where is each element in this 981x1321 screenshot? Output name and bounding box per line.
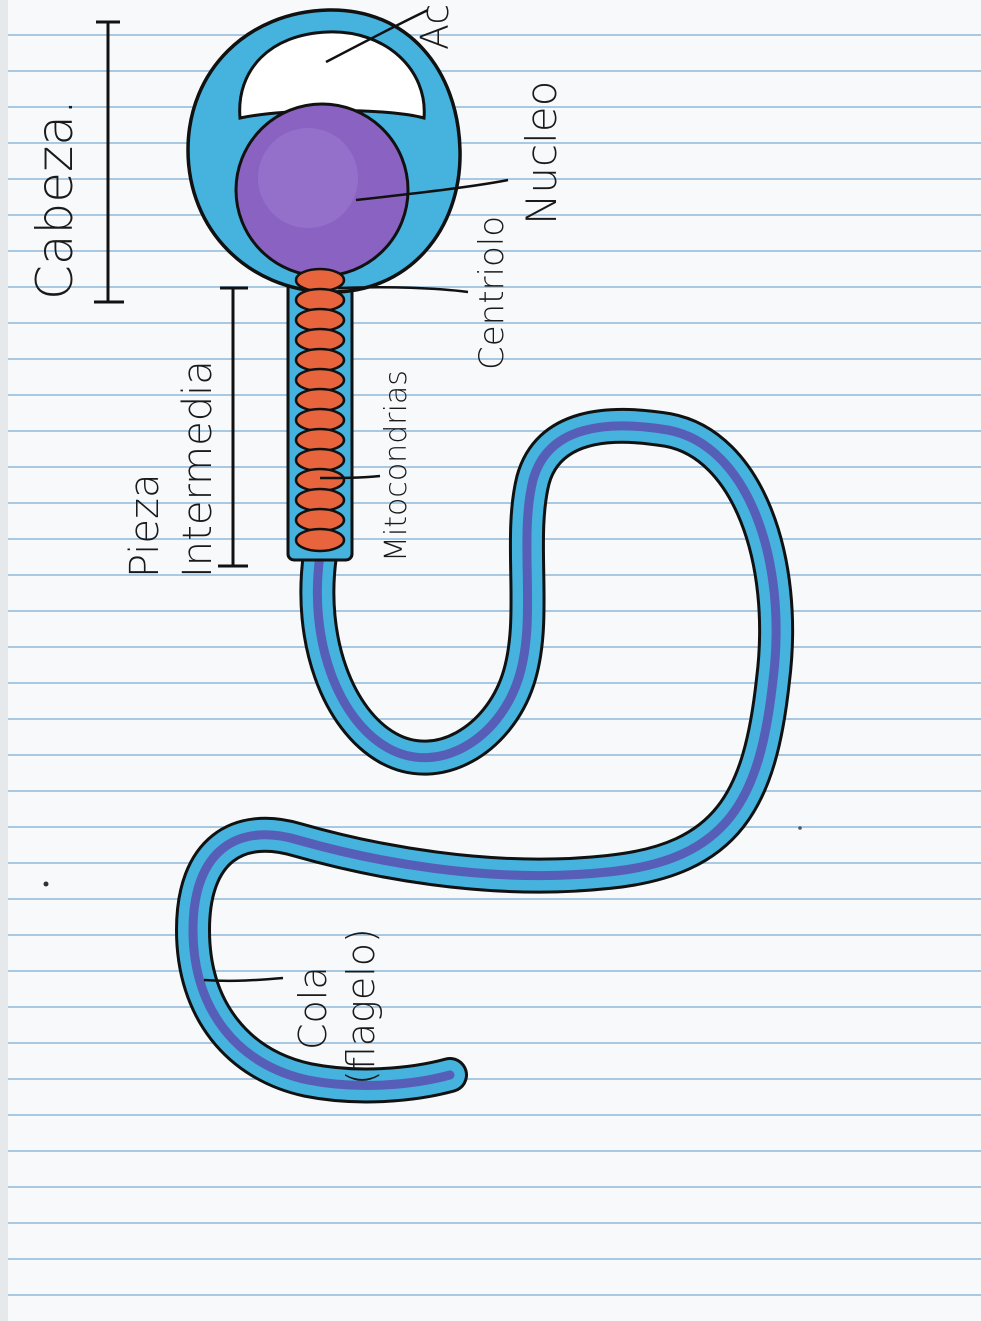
cabeza-bracket — [94, 22, 124, 302]
ink-dot — [44, 882, 49, 887]
head — [188, 10, 460, 292]
ink-dot — [798, 826, 802, 830]
label-pieza-line2: Intermedia — [175, 360, 221, 578]
label-centriolo: Centriolo — [472, 216, 512, 370]
pieza-bracket — [218, 288, 248, 566]
label-acrosoma: Ac — [413, 4, 457, 50]
sperm-diagram: Cabeza. Ac Nucleo Centriolo Pieza Interm… — [8, 0, 981, 1321]
flagellum — [193, 426, 776, 1086]
label-pieza-line1: Pieza — [122, 474, 168, 578]
label-cabeza: Cabeza. — [26, 99, 84, 300]
label-nucleo: Nucleo — [517, 81, 566, 225]
label-cola-line2: (flagelo) — [339, 928, 383, 1085]
label-cola-line1: Cola — [291, 966, 335, 1050]
label-mitocondrias: Mitocondrias — [379, 370, 414, 562]
